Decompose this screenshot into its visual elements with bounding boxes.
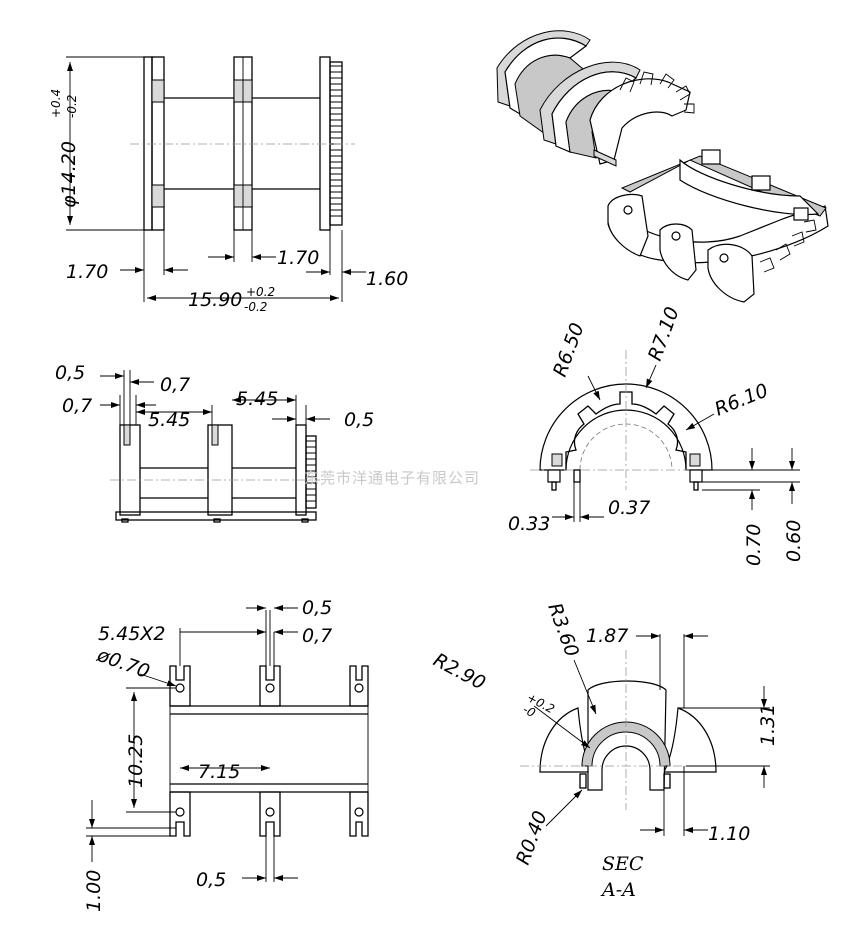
diameter-tol-minus: -0.2 (65, 95, 79, 118)
sec-title: SEC (602, 853, 644, 875)
bottom-dim-d: 1.00 (83, 870, 105, 912)
overall-dim: 15.90 (188, 289, 242, 311)
bottom-pin: ø0.70 (93, 644, 152, 683)
view-section: 1.87 R3.60 R2.90 +0.2 -0 R0.40 1.31 1.10… (430, 600, 779, 901)
bottom-span: 7.15 (198, 761, 240, 783)
arc-h2: 0.60 (783, 520, 805, 562)
mid-dim-b: 0,7 (160, 374, 190, 396)
view-top-left: φ14.20 +0.4 -0.2 1.70 1.70 1.60 15.90 +0… (49, 56, 408, 314)
overall-tol-minus: -0.2 (244, 300, 267, 314)
arc-r3: R6.10 (712, 379, 772, 420)
sec-w2: 1.10 (708, 823, 750, 845)
arc-w2: 0.37 (608, 497, 650, 519)
overall-tol-plus: +0.2 (246, 285, 275, 299)
sec-r1: R3.60 (543, 600, 583, 660)
view-middle-left: 0,5 0,7 0,7 5.45 5.45 0,5 (55, 362, 374, 523)
bottom-dim-b: 0,7 (302, 625, 332, 647)
sec-w1: 1.87 (586, 625, 628, 647)
sec-r3: R0.40 (512, 808, 552, 868)
view-bottom-left: 5.45X2 0,5 0,7 ø0.70 10.25 7.15 0,5 1.00 (83, 597, 369, 912)
arc-w1: 0.33 (508, 513, 550, 535)
bottom-dim-a: 0,5 (302, 597, 332, 619)
bottom-pitch: 5.45X2 (98, 623, 165, 645)
watermark: 东莞市洋通电子有限公司 (304, 469, 480, 487)
left-flange-dim: 1.70 (66, 261, 108, 283)
right-flange-dim: 1.60 (366, 268, 408, 290)
bottom-height: 10.25 (125, 734, 147, 788)
diameter-tol-plus: +0.4 (49, 89, 63, 118)
mid-flange-dim: 1.70 (277, 247, 319, 269)
mid-dim-d: 5.45 (236, 388, 278, 410)
sec-h1: 1.31 (757, 704, 779, 746)
mid-dim-c: 5.45 (148, 409, 190, 431)
diameter-label: φ14.20 (58, 141, 80, 208)
sec-r2: R2.90 (430, 649, 489, 694)
mid-dim-e: 0,5 (344, 409, 374, 431)
mid-dim-a: 0,5 (55, 362, 85, 384)
arc-r2: R7.10 (644, 304, 684, 364)
arc-h1: 0.70 (743, 524, 765, 566)
view-arc: R6.50 R7.10 R6.10 0.33 0.37 0.70 0.60 (508, 304, 805, 566)
isometric-view (496, 30, 829, 303)
sec-subtitle: A-A (600, 879, 636, 901)
mid-dim-b2: 0,7 (62, 395, 92, 417)
arc-r1: R6.50 (549, 320, 589, 380)
bottom-dim-c: 0,5 (196, 869, 226, 891)
